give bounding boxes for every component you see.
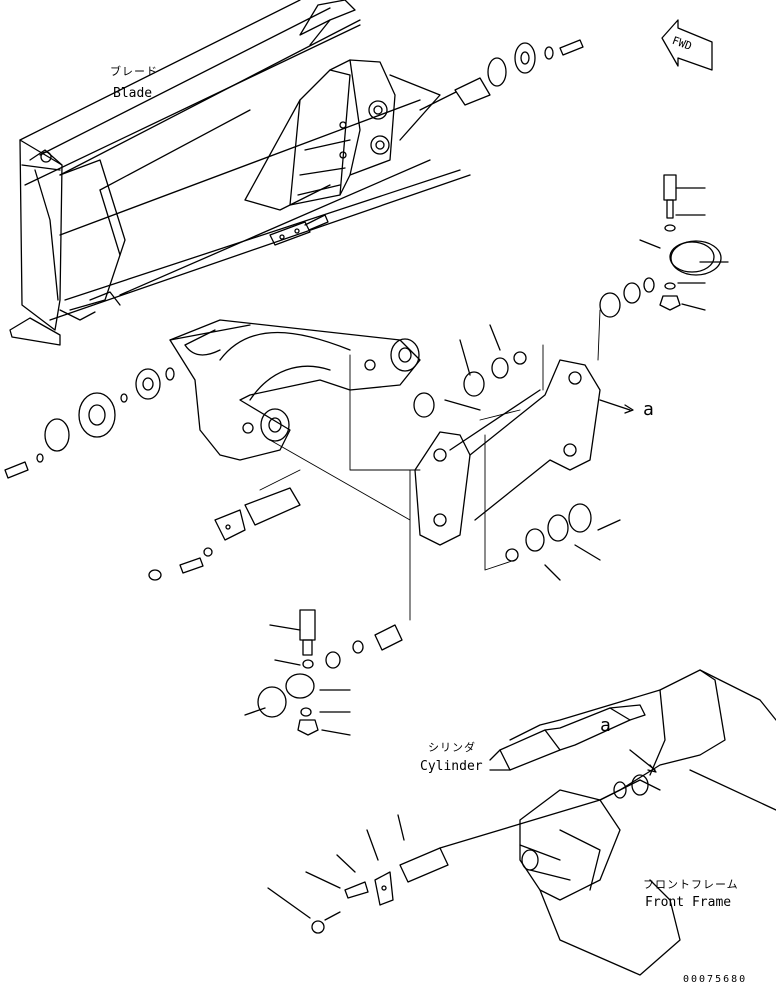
link-hardware xyxy=(414,325,620,580)
connector-lines xyxy=(260,310,600,620)
blade-label-jp: ブレード xyxy=(110,65,158,78)
center-pin xyxy=(149,488,300,580)
top-hardware-stack xyxy=(420,40,583,110)
upper-pin xyxy=(270,215,328,245)
cylinder-label-jp: シリンダ xyxy=(428,741,476,754)
lower-hardware-stack xyxy=(245,610,402,735)
bottom-pin xyxy=(268,800,600,933)
front-frame xyxy=(510,670,776,975)
front-frame-label-jp: フロントフレーム xyxy=(643,878,739,891)
blade-assembly xyxy=(10,0,470,345)
right-bolt-stack xyxy=(600,175,728,317)
lift-arm xyxy=(170,320,420,460)
cylinder-label-en: Cylinder xyxy=(420,759,483,774)
blade-label-en: Blade xyxy=(113,86,153,101)
cylinder xyxy=(490,705,645,770)
left-hardware-stack xyxy=(5,330,215,478)
reference-a-link: a xyxy=(643,399,654,420)
front-frame-label-en: Front Frame xyxy=(645,895,732,910)
drawing-number: 00075680 xyxy=(683,974,748,985)
fwd-arrow-icon xyxy=(662,20,712,70)
link-bar xyxy=(415,360,633,545)
reference-a-frame: a xyxy=(600,715,611,736)
